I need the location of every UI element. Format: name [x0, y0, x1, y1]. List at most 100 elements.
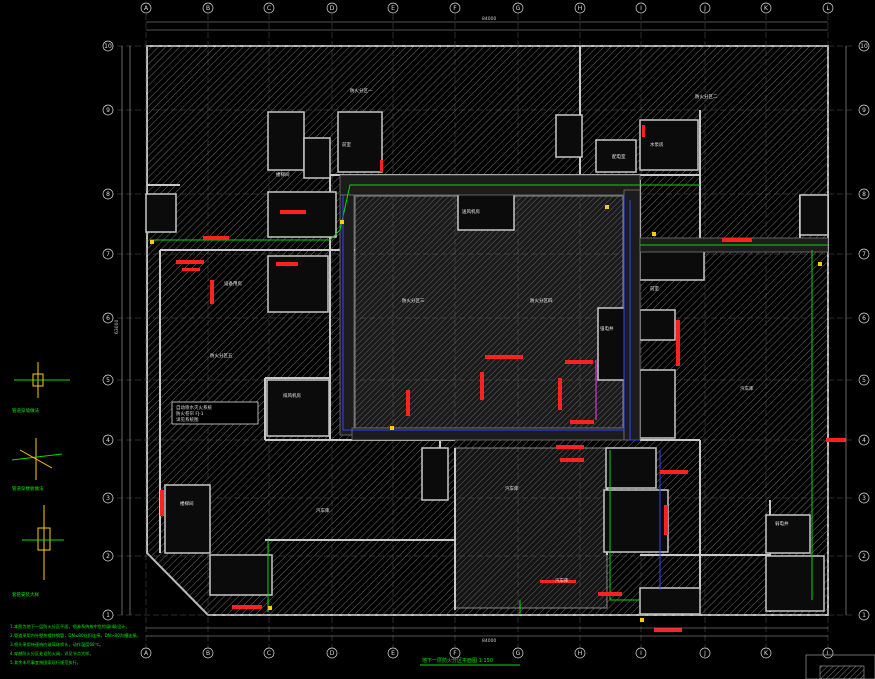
detail-2-label: 管道穿楼板做法	[12, 485, 44, 492]
notes-line-2: 防火卷帘 FJ-1	[176, 410, 204, 417]
title-block	[805, 654, 875, 679]
axis-bubble: C	[263, 647, 275, 659]
axis-bubble-label: C	[267, 5, 271, 12]
axis-bubble: D	[326, 2, 338, 14]
room-label: 汽车库	[316, 507, 330, 514]
axis-bubble: B	[202, 647, 214, 659]
axis-bubble: L	[822, 647, 834, 659]
axis-bubble: K	[760, 647, 772, 659]
axis-bubble-label: G	[516, 5, 521, 12]
axis-bubble: 10	[102, 40, 114, 52]
detail-1-label: 管道穿墙做法	[12, 407, 39, 414]
room-label: 送风机房	[462, 208, 480, 215]
detail-3-label: 套管安装大样	[12, 591, 39, 598]
axis-bubble-label: 9	[106, 107, 110, 114]
axis-bubble: 3	[102, 492, 114, 504]
axis-bubble-label: 7	[862, 251, 866, 258]
axis-bubble: 5	[102, 374, 114, 386]
axis-bubble-label: A	[144, 650, 149, 657]
dim-bottom: 84000	[482, 638, 496, 644]
axis-bubble-label: 1	[862, 612, 866, 619]
room-label: 防火分区一	[350, 87, 373, 94]
axis-bubble: 6	[102, 312, 114, 324]
axis-bubble: A	[140, 2, 152, 14]
axis-bubble-label: I	[640, 5, 642, 12]
axis-bubble-label: 5	[106, 377, 110, 384]
axis-bubble: D	[326, 647, 338, 659]
room-label: 设备用房	[224, 280, 242, 287]
axis-bubble-label: E	[391, 5, 395, 12]
axis-bubble-label: D	[330, 650, 335, 657]
note-line: 4.穿越防火分区处设防火阀，详见节点大样。	[10, 650, 94, 657]
note-line: 5.其余未尽事宜按国家现行规范执行。	[10, 659, 81, 666]
room-label: 防火分区四	[530, 297, 553, 304]
dim-left: 63000	[114, 320, 120, 334]
axis-bubble-label: J	[703, 5, 706, 12]
core-rooms	[145, 111, 829, 615]
axis-bubble-label: 2	[106, 553, 110, 560]
axis-bubble: 2	[858, 550, 870, 562]
equipment-symbols	[150, 205, 822, 622]
axis-bubble-label: 6	[862, 315, 866, 322]
axis-bubble: H	[574, 2, 586, 14]
floor-hatch-layer	[146, 45, 829, 616]
room-label: 楼梯间	[276, 171, 290, 178]
detail-2-graphic	[11, 438, 63, 480]
axis-bubble-label: A	[144, 5, 149, 12]
axis-bubble: 9	[102, 104, 114, 116]
axis-bubble: 8	[102, 188, 114, 200]
corridor-layer	[339, 174, 829, 441]
axis-bubble-label: 3	[862, 495, 866, 502]
axis-bubble: 4	[858, 434, 870, 446]
axis-bubble: 1	[858, 609, 870, 621]
axis-bubble-label: 4	[106, 437, 110, 444]
axis-bubble: H	[574, 647, 586, 659]
axis-bubble: J	[699, 2, 711, 14]
axis-bubble-label: H	[578, 5, 583, 12]
axis-bubble: 3	[858, 492, 870, 504]
room-label: 水泵房	[650, 141, 664, 148]
axis-bubble-label: F	[453, 5, 457, 12]
axis-bubble: E	[387, 647, 399, 659]
axis-bubble: 6	[858, 312, 870, 324]
axis-bubble-label: D	[330, 5, 335, 12]
room-label: 汽车库	[740, 385, 754, 392]
axis-bubble: 4	[102, 434, 114, 446]
room-label: 配电室	[612, 153, 626, 160]
note-line: 3.喷头采用快速响应玻璃球喷头，动作温度68℃。	[10, 641, 104, 648]
axis-bubble-label: L	[826, 650, 830, 657]
axis-bubble: L	[822, 2, 834, 14]
axis-bubble-label: K	[764, 5, 769, 12]
room-label: 汽车库	[555, 577, 569, 584]
red-annotations	[160, 125, 846, 632]
axis-bubble: K	[760, 2, 772, 14]
note-line: 2.管道采用内外壁热镀锌钢管，DN≤80丝扣连接，DN>80沟槽连接。	[10, 632, 141, 639]
axis-bubble: 8	[858, 188, 870, 200]
axis-bubble-label: B	[206, 650, 210, 657]
room-label: 前室	[650, 285, 659, 292]
axis-bubble-label: E	[391, 650, 395, 657]
axis-bubble: C	[263, 2, 275, 14]
axis-bubble: 7	[858, 248, 870, 260]
axis-bubble-label: G	[516, 650, 521, 657]
room-label: 汽车库	[505, 485, 519, 492]
room-label: 弱电井	[775, 520, 789, 527]
axis-bubble: 2	[102, 550, 114, 562]
axis-bubble: G	[512, 2, 524, 14]
axis-bubble-label: B	[206, 5, 210, 12]
axis-bubble-label: K	[764, 650, 769, 657]
axis-bubble: G	[512, 647, 524, 659]
axis-bubble: 9	[858, 104, 870, 116]
axis-bubble-label: 8	[106, 191, 110, 198]
axis-bubble-label: H	[578, 650, 583, 657]
axis-bubble: 1	[102, 609, 114, 621]
axis-bubble: F	[449, 2, 461, 14]
axis-bubble-label: L	[826, 5, 830, 12]
axis-bubble-label: J	[703, 650, 706, 657]
axis-bubble-label: C	[267, 650, 271, 657]
axis-bubble-label: 4	[862, 437, 866, 444]
axis-bubble: A	[140, 647, 152, 659]
detail-1-graphic	[14, 362, 70, 398]
room-label: 防火分区五	[210, 352, 233, 359]
